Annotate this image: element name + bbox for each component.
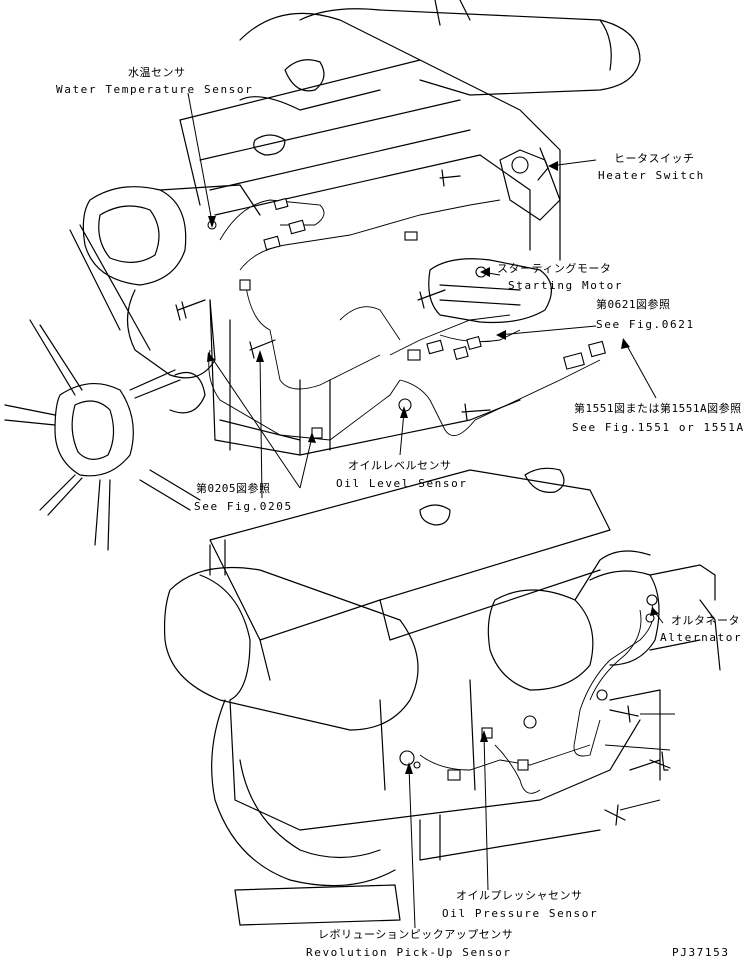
starting-motor-label-jp: スターティングモータ bbox=[497, 262, 612, 275]
water-temp-sensor-label-jp: 水温センサ bbox=[128, 66, 186, 79]
fig0205-ref-label-en: See Fig.0205 bbox=[194, 500, 293, 513]
fig0621-ref-label-jp: 第0621図参照 bbox=[596, 298, 671, 311]
lower-engine-view bbox=[163, 467, 721, 926]
fig1551-ref-label-jp: 第1551図または第1551A図参照 bbox=[574, 402, 742, 415]
heater-switch-label-jp: ヒータスイッチ bbox=[614, 152, 695, 165]
oil-pressure-sensor-label-jp: オイルプレッシャセンサ bbox=[456, 889, 583, 902]
starting-motor-label-en: Starting Motor bbox=[508, 279, 624, 292]
alternator-label-en: Alternator bbox=[660, 631, 743, 644]
upper-engine-view bbox=[4, 0, 641, 551]
alternator-label-jp: オルタネータ bbox=[671, 614, 740, 627]
oil-level-sensor-label-en: Oil Level Sensor bbox=[336, 477, 468, 490]
fig0621-ref-label-en: See Fig.0621 bbox=[596, 318, 695, 331]
oil-level-sensor-label-jp: オイルレベルセンサ bbox=[348, 459, 452, 472]
drawing-code: PJ37153 bbox=[672, 946, 730, 959]
leader-lines bbox=[187, 92, 675, 929]
revolution-sensor-label-en: Revolution Pick-Up Sensor bbox=[306, 946, 512, 959]
fig1551-ref-label-en: See Fig.1551 or 1551A bbox=[572, 421, 745, 434]
heater-switch-label-en: Heater Switch bbox=[598, 169, 705, 182]
oil-pressure-sensor-label-en: Oil Pressure Sensor bbox=[442, 907, 599, 920]
fig0205-ref-label-jp: 第0205図参照 bbox=[196, 482, 271, 495]
arrowheads bbox=[207, 161, 659, 774]
revolution-sensor-label-jp: レボリューションピックアップセンサ bbox=[318, 928, 514, 941]
water-temp-sensor-label-en: Water Temperature Sensor bbox=[56, 83, 254, 96]
